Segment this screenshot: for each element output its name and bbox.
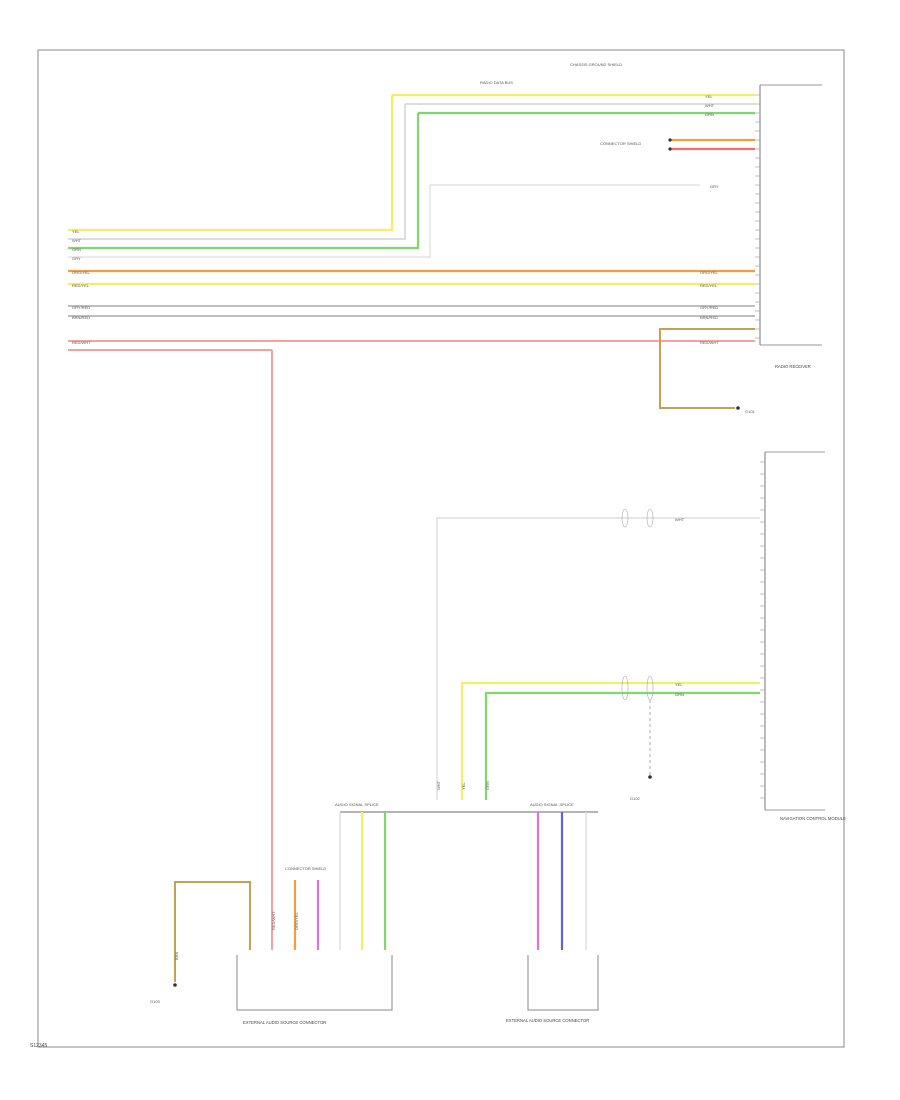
wire-label: GRN — [705, 112, 714, 117]
external-audio-connector-2: EXTERNAL AUDIO SOURCE CONNECTOR — [506, 955, 599, 1023]
ground-dot — [648, 775, 652, 779]
top-note-label: CHASSIS GROUND SHIELD — [570, 62, 622, 67]
ground-dot — [173, 983, 177, 987]
wire-label: RED/YEL — [700, 283, 718, 288]
ext-audio-2-label: EXTERNAL AUDIO SOURCE CONNECTOR — [506, 1018, 589, 1023]
radio-receiver: RADIO RECEIVER — [755, 84, 822, 369]
nav-module-label: NAVIGATION CONTROL MODULE — [780, 816, 846, 821]
ground-ext-label: G103 — [150, 999, 161, 1004]
wire-white-left — [68, 104, 406, 240]
wire-label: BRN/RED — [72, 315, 90, 320]
wire-label: YEL — [705, 94, 713, 99]
wire-label: RED/WHT — [72, 340, 91, 345]
shield-mark — [621, 508, 629, 528]
external-audio-connector-1: EXTERNAL AUDIO SOURCE CONNECTOR — [236, 955, 393, 1025]
diagram-code: S12345 — [30, 1043, 48, 1049]
wire-label: GRN — [675, 692, 684, 697]
shield-note-2-label: CONNECTOR SHIELD — [285, 866, 326, 871]
shield-note-label: CONNECTOR SHIELD — [600, 141, 641, 146]
wire-label: GRN — [72, 247, 81, 252]
wire-tan-ext-ground — [174, 881, 251, 982]
ext-audio-1-label: EXTERNAL AUDIO SOURCE CONNECTOR — [243, 1020, 326, 1025]
bus-note-label: RADIO DATA BUS — [480, 80, 513, 85]
splice-left-label: AUDIO SIGNAL SPLICE — [335, 802, 379, 807]
wire-label: BRN/RED — [700, 315, 718, 320]
wire-label: ORG/YEL — [700, 270, 719, 275]
connector-dot — [668, 147, 672, 151]
wire-green-left — [68, 113, 420, 250]
wire-label: GRY — [72, 256, 81, 261]
wire-label: GRY/RED — [72, 305, 90, 310]
wire-label: WHT — [705, 103, 715, 108]
wire-label: ORG/YEL — [294, 911, 299, 930]
navigation-control-module: NAVIGATION CONTROL MODULE — [760, 451, 846, 821]
wire-label: YEL — [675, 682, 683, 687]
radio-receiver-label: RADIO RECEIVER — [775, 364, 811, 369]
wire-label: YEL — [461, 782, 466, 790]
wire-tan-ground — [659, 328, 755, 409]
wire-label: GRY — [710, 184, 719, 189]
ground-nav-label: G102 — [630, 796, 641, 801]
shield-mark — [621, 675, 629, 701]
wire-label: GRN — [485, 781, 490, 790]
wire-label: RED/YEL — [72, 283, 90, 288]
wire-label: RED/WHT — [700, 340, 719, 345]
wire-green-nav — [484, 691, 760, 800]
wire-yellow-nav — [460, 681, 760, 800]
wire-label: RED/WHT — [271, 911, 276, 930]
shield-mark — [646, 675, 654, 701]
wire-grey-left — [68, 185, 431, 258]
wire-label: YEL — [72, 229, 80, 234]
splice-right-label: AUDIO SIGNAL SPLICE — [530, 802, 574, 807]
ground-radio-label: G101 — [745, 409, 756, 414]
wire-label: GRY/RED — [700, 305, 718, 310]
wire-label: BRN — [174, 951, 179, 960]
ground-dot — [736, 406, 740, 410]
wire-yellow-left — [68, 95, 394, 232]
wire-label: WHT — [72, 238, 82, 243]
wire-white-nav — [436, 517, 760, 800]
wire-label: ORG/YEL — [72, 270, 91, 275]
diagram-frame — [37, 49, 845, 1048]
wire-label: WHT — [436, 780, 441, 790]
shield-mark — [646, 508, 654, 528]
wire-label: WHT — [675, 517, 685, 522]
connector-dot — [668, 138, 672, 142]
